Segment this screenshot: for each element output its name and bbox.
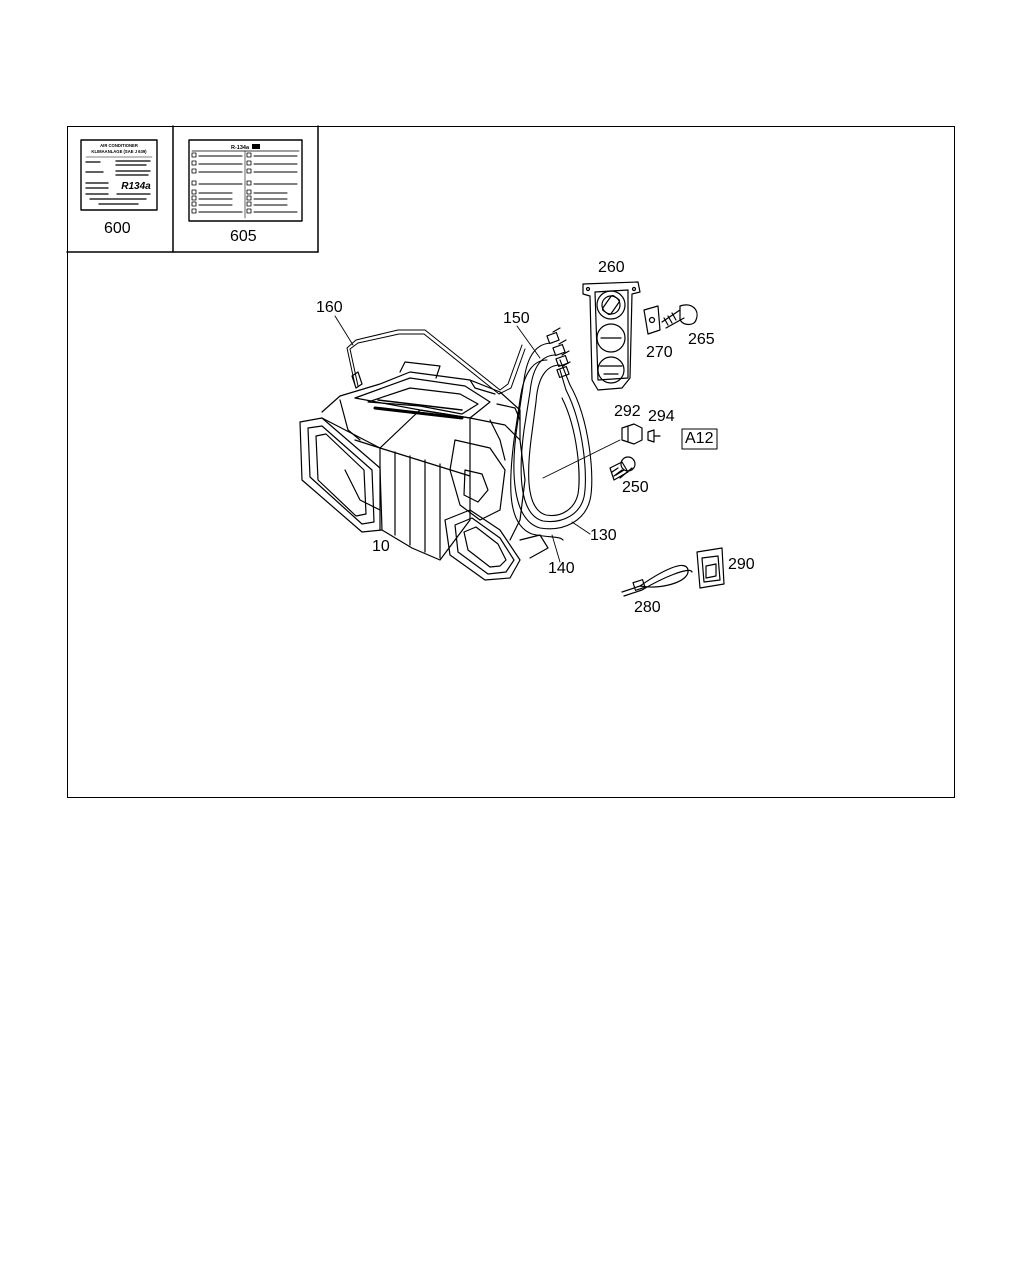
decal-605-checkbox [191, 189, 197, 195]
callout-a12: A12 [685, 430, 714, 447]
decal-605-checkbox [191, 208, 197, 214]
decal-605-checkbox [246, 195, 252, 201]
callout-270: 270 [646, 344, 673, 361]
connector-292 [621, 423, 643, 445]
a12-box [681, 428, 718, 450]
clip-290 [696, 547, 725, 589]
decal-605-checkbox [246, 160, 252, 166]
callout-130: 130 [590, 527, 617, 544]
cable-tie-280 [621, 564, 693, 597]
decal-605-checkbox [246, 201, 252, 207]
decal-605-checkbox [246, 180, 252, 186]
callout-600: 600 [104, 220, 131, 237]
callout-150: 150 [503, 310, 530, 327]
decal-600-title-line1: AIR CONDITIONER [100, 143, 138, 148]
screw-265 [661, 304, 698, 329]
pipe-fittings [546, 327, 571, 379]
callout-265: 265 [688, 331, 715, 348]
decal-605-checkbox [191, 201, 197, 207]
decal-605-checkbox [246, 152, 252, 158]
callout-605: 605 [230, 228, 257, 245]
callout-160: 160 [316, 299, 343, 316]
decal-605-checkbox [191, 160, 197, 166]
decal-605-checkbox [191, 180, 197, 186]
decal-605-title: R-134a [231, 145, 250, 151]
label-panel-dividers [66, 125, 319, 253]
callout-280: 280 [634, 599, 661, 616]
pipes-130-140-150 [510, 342, 593, 541]
bolt-250 [609, 456, 636, 481]
decal-605-checkbox [246, 208, 252, 214]
callout-294: 294 [648, 408, 675, 425]
leader-lines [334, 315, 621, 563]
decal-600-refrigerant: R134a [121, 181, 151, 192]
callout-290: 290 [728, 556, 755, 573]
callout-10: 10 [372, 538, 390, 555]
decal-605-checkbox [191, 195, 197, 201]
callout-250: 250 [622, 479, 649, 496]
decal-600-title-line2: KLIMAANLAGE (SAE J 639) [91, 149, 147, 154]
ac-housing-10 [299, 361, 549, 581]
decal-605-checkbox [246, 168, 252, 174]
callout-260: 260 [598, 259, 625, 276]
decal-605-checkbox [246, 189, 252, 195]
control-panel-260 [582, 281, 641, 391]
decal-605-checkbox [191, 152, 197, 158]
diagram-frame [67, 126, 955, 798]
decal-600-illustration: AIR CONDITIONER KLIMAANLAGE (SAE J 639) … [80, 139, 158, 211]
clip-270 [643, 305, 661, 335]
decal-605-illustration: R-134a [188, 139, 303, 222]
decal-605-checkbox [191, 168, 197, 174]
pipe-160 [346, 329, 526, 395]
callout-140: 140 [548, 560, 575, 577]
callout-292: 292 [614, 403, 641, 420]
plug-294 [647, 429, 661, 443]
